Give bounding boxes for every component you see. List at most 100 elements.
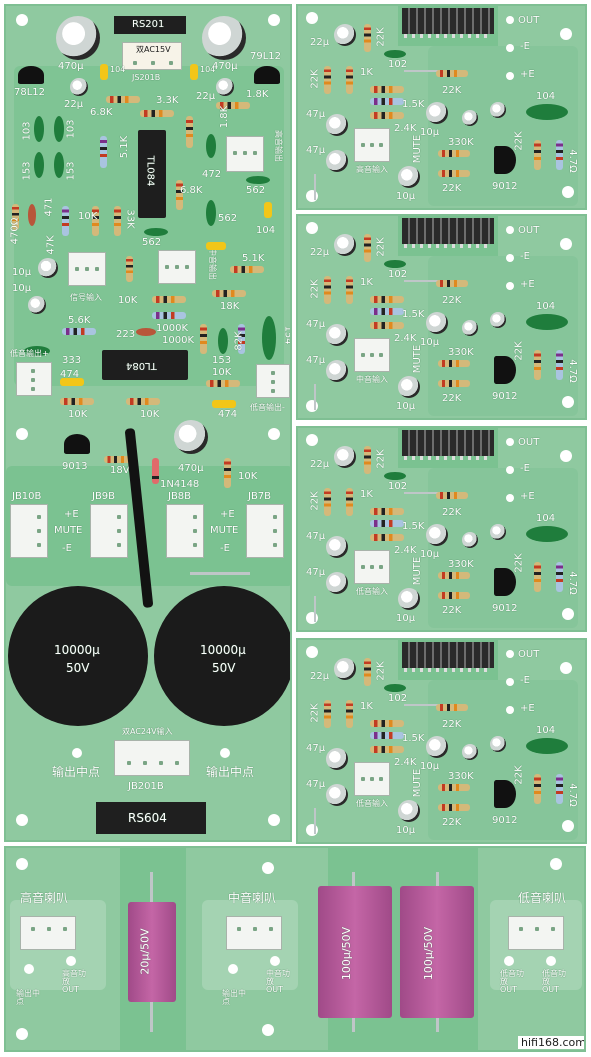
res-22k-low-label: 22K — [442, 817, 462, 828]
res-22k-mid-label: 22K — [442, 295, 462, 306]
big-cap-right-value: 10000μ — [200, 643, 246, 657]
minus-e-terminal — [506, 44, 514, 52]
res-label: 5.6K — [68, 315, 91, 326]
transistor-9013-label: 9013 — [62, 461, 88, 472]
regulator-78l12 — [18, 66, 44, 84]
res-label: 10K — [212, 367, 232, 378]
power-input-connector-top — [122, 42, 182, 70]
signal-input-connector — [354, 128, 390, 162]
regulator-78l12-label: 78L12 — [14, 87, 46, 98]
resistor — [436, 280, 468, 287]
resistor — [438, 150, 470, 157]
res-4-7-label: 4.7Ω — [566, 571, 578, 595]
plus-e-label: +E — [520, 491, 535, 502]
mounting-hole — [16, 858, 28, 870]
jb-mute-label: MUTE — [210, 525, 239, 536]
resistor — [364, 446, 371, 474]
resistor — [370, 296, 404, 303]
electrolytic-capacitor — [334, 446, 356, 468]
lo-amp-out2-label: 低音功放OUT — [542, 969, 566, 994]
hi-output-connector — [226, 136, 264, 172]
ceramic-capacitor — [144, 228, 168, 236]
cap-label: 103 — [21, 121, 33, 141]
crossover-capacitor-20u — [128, 902, 176, 1002]
trim-capacitor — [462, 744, 478, 760]
res-label: 10K — [118, 295, 138, 306]
opamp-tl084-upper — [138, 130, 166, 218]
main-power-preamp-board: RS201 470μ 470μ 78L12 79L12 双AC15V JS201… — [4, 4, 292, 842]
ceramic-capacitor — [384, 684, 406, 692]
cap-104-label: 104 — [536, 301, 556, 312]
electrolytic-capacitor — [326, 572, 348, 594]
mounting-hole — [268, 814, 280, 826]
diode-1n4148 — [152, 458, 159, 484]
cap-label: 103 — [65, 119, 77, 139]
trim-capacitor — [490, 736, 506, 752]
zener-label: 18V — [110, 465, 130, 476]
electrolytic-capacitor — [174, 420, 208, 454]
res-330k-label: 330K — [448, 347, 474, 358]
output-midpoint-hole — [72, 748, 82, 758]
res-label: 3.3K — [156, 95, 179, 106]
mounting-hole — [560, 662, 572, 674]
mounting-hole — [562, 820, 574, 832]
electrolytic-capacitor — [38, 258, 58, 278]
cap-label: 470μ — [178, 463, 204, 474]
cap-47u-b-label: 47μ — [306, 145, 326, 156]
power-input-bottom-label: 双AC24V输入 — [122, 727, 173, 736]
res-label: 5.1K — [119, 135, 131, 159]
ceramic-capacitor — [384, 50, 406, 58]
ceramic-capacitor — [206, 200, 216, 226]
regulator-79l12 — [254, 66, 280, 84]
ic-pin-row — [404, 244, 492, 248]
mid-speaker-connector — [226, 916, 282, 950]
out-terminal — [506, 16, 514, 24]
minus-e-label: -E — [520, 41, 530, 52]
electrolytic-capacitor — [334, 658, 356, 680]
power-amp-ic — [402, 430, 494, 456]
rectifier-rs604 — [96, 802, 206, 834]
hi-output-label: 高音输出 — [274, 130, 283, 162]
cap-22u-label: 22μ — [310, 247, 330, 258]
res-1-5k-label: 1.5K — [402, 733, 425, 744]
cap-22u-label: 22μ — [310, 37, 330, 48]
cap-label: 474 — [60, 369, 80, 380]
plus-e-label: +E — [520, 69, 535, 80]
resistor — [216, 102, 250, 109]
res-label: 10K — [68, 409, 88, 420]
cap-102-label: 102 — [388, 59, 408, 70]
power-amp-ic — [402, 642, 494, 668]
res-22k-top-label: 22K — [375, 237, 387, 257]
diode-label: 1N4148 — [160, 479, 200, 490]
resistor — [438, 592, 470, 599]
resistor — [324, 488, 331, 516]
out-label: OUT — [518, 649, 540, 660]
power-amp-ic — [402, 8, 494, 34]
cap-label: 471 — [43, 197, 55, 217]
trim-capacitor — [490, 524, 506, 540]
lo-speaker-label: 低音喇叭 — [518, 891, 567, 905]
signal-input-connector — [354, 338, 390, 372]
res-4-7-label: 4.7Ω — [566, 359, 578, 383]
cap2-label: 100μ/50V — [340, 926, 354, 981]
cap-102-label: 102 — [388, 481, 408, 492]
plus-e-terminal — [506, 706, 514, 714]
resistor — [12, 204, 19, 230]
power-amp-board: OUT -E +E 22μ 22K 102 22K 1K 1.5K 2.4K 4… — [296, 4, 587, 210]
electrolytic-capacitor — [216, 78, 234, 96]
cap-10u-a-label: 10μ — [420, 549, 440, 560]
minus-e-label: -E — [520, 463, 530, 474]
mid-amp-out-label: 中音功放OUT — [266, 969, 290, 994]
jumper-wire — [404, 280, 444, 282]
cap-102-label: 102 — [388, 269, 408, 280]
res-22k-low-label: 22K — [442, 183, 462, 194]
cap-102-label: 102 — [388, 693, 408, 704]
jb-mute-label: MUTE — [54, 525, 83, 536]
power-input-bottom-ref: JB201B — [128, 781, 164, 792]
res-22k-right-label: 22K — [513, 341, 525, 361]
mounting-hole — [16, 814, 28, 826]
jb-plus-e-label: +E — [220, 509, 235, 520]
minus-e-terminal — [506, 678, 514, 686]
resistor — [556, 140, 563, 170]
res-2-4k-label: 2.4K — [394, 545, 417, 556]
